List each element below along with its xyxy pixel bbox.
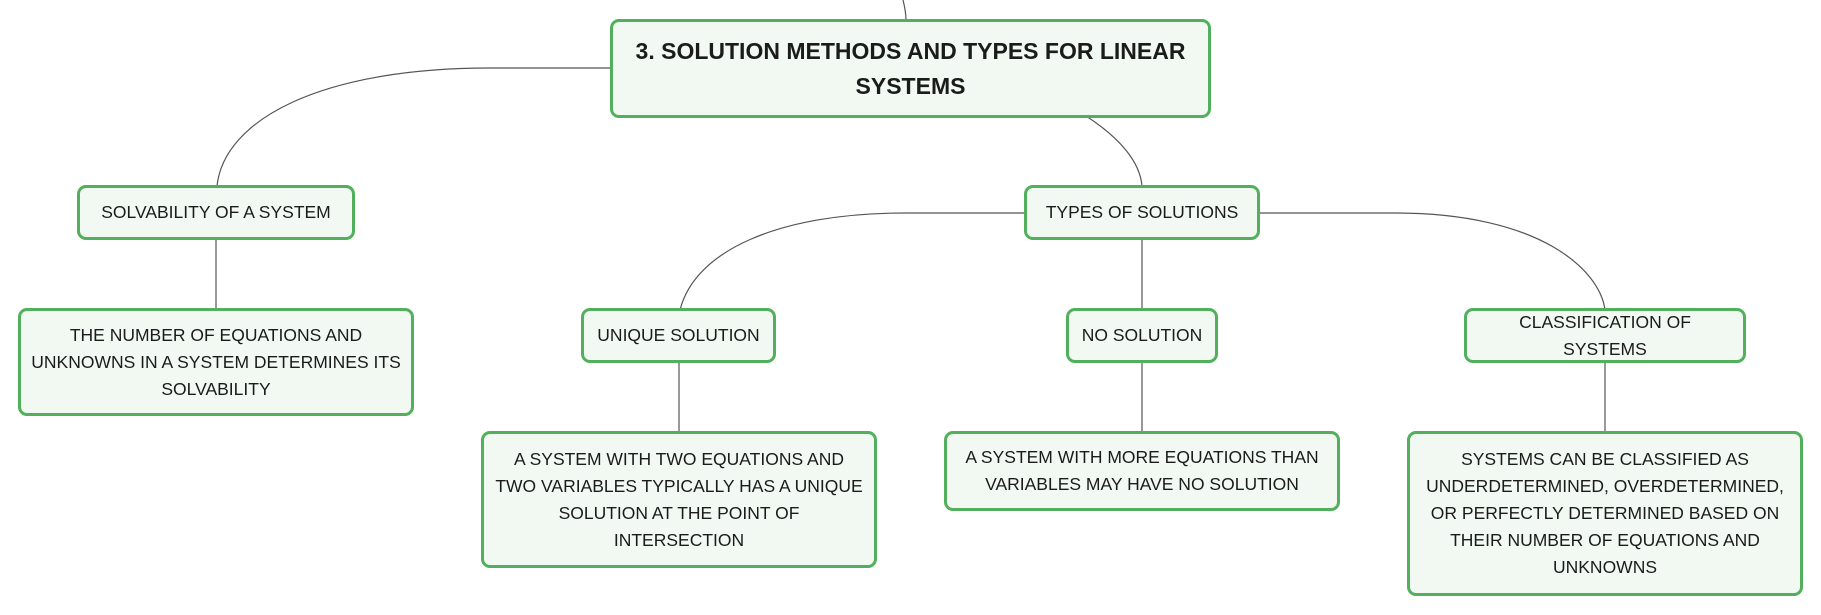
connector-parent-to-root [902,0,907,21]
no-solution-detail-label: A SYSTEM WITH MORE EQUATIONS THAN VARIAB… [965,447,1319,494]
connector-types-to-unique [679,212,1025,311]
classification-detail-label: SYSTEMS CAN BE CLASSIFIED AS UNDERDETERM… [1426,449,1784,577]
types-node[interactable]: TYPES OF SOLUTIONS [1024,185,1260,240]
classification-detail-node[interactable]: SYSTEMS CAN BE CLASSIFIED AS UNDERDETERM… [1407,431,1803,596]
unique-solution-node[interactable]: UNIQUE SOLUTION [581,308,776,363]
connector-types-to-classification [1258,212,1606,311]
unique-solution-detail-node[interactable]: A SYSTEM WITH TWO EQUATIONS AND TWO VARI… [481,431,877,568]
classification-label: CLASSIFICATION OF SYSTEMS [1519,311,1691,359]
no-solution-detail-node[interactable]: A SYSTEM WITH MORE EQUATIONS THAN VARIAB… [944,431,1340,511]
unique-solution-detail-label: A SYSTEM WITH TWO EQUATIONS AND TWO VARI… [495,448,863,550]
classification-node[interactable]: CLASSIFICATION OF SYSTEMS [1464,308,1746,363]
solvability-node[interactable]: SOLVABILITY OF A SYSTEM [77,185,355,240]
connector-root-to-types [1085,115,1143,187]
no-solution-label: NO SOLUTION [1081,325,1203,345]
types-node-label: TYPES OF SOLUTIONS [1045,202,1239,222]
connector-root-to-solvability [216,67,611,187]
root-node[interactable]: 3. SOLUTION METHODS AND TYPES FOR LINEAR… [610,19,1211,118]
solvability-detail-label: THE NUMBER OF EQUATIONS AND UNKNOWNS IN … [31,324,401,399]
solvability-node-label: SOLVABILITY OF A SYSTEM [101,202,331,222]
root-node-label: 3. SOLUTION METHODS AND TYPES FOR LINEAR… [635,37,1186,99]
solvability-detail-node[interactable]: THE NUMBER OF EQUATIONS AND UNKNOWNS IN … [18,308,414,416]
unique-solution-label: UNIQUE SOLUTION [597,325,760,345]
no-solution-node[interactable]: NO SOLUTION [1066,308,1218,363]
